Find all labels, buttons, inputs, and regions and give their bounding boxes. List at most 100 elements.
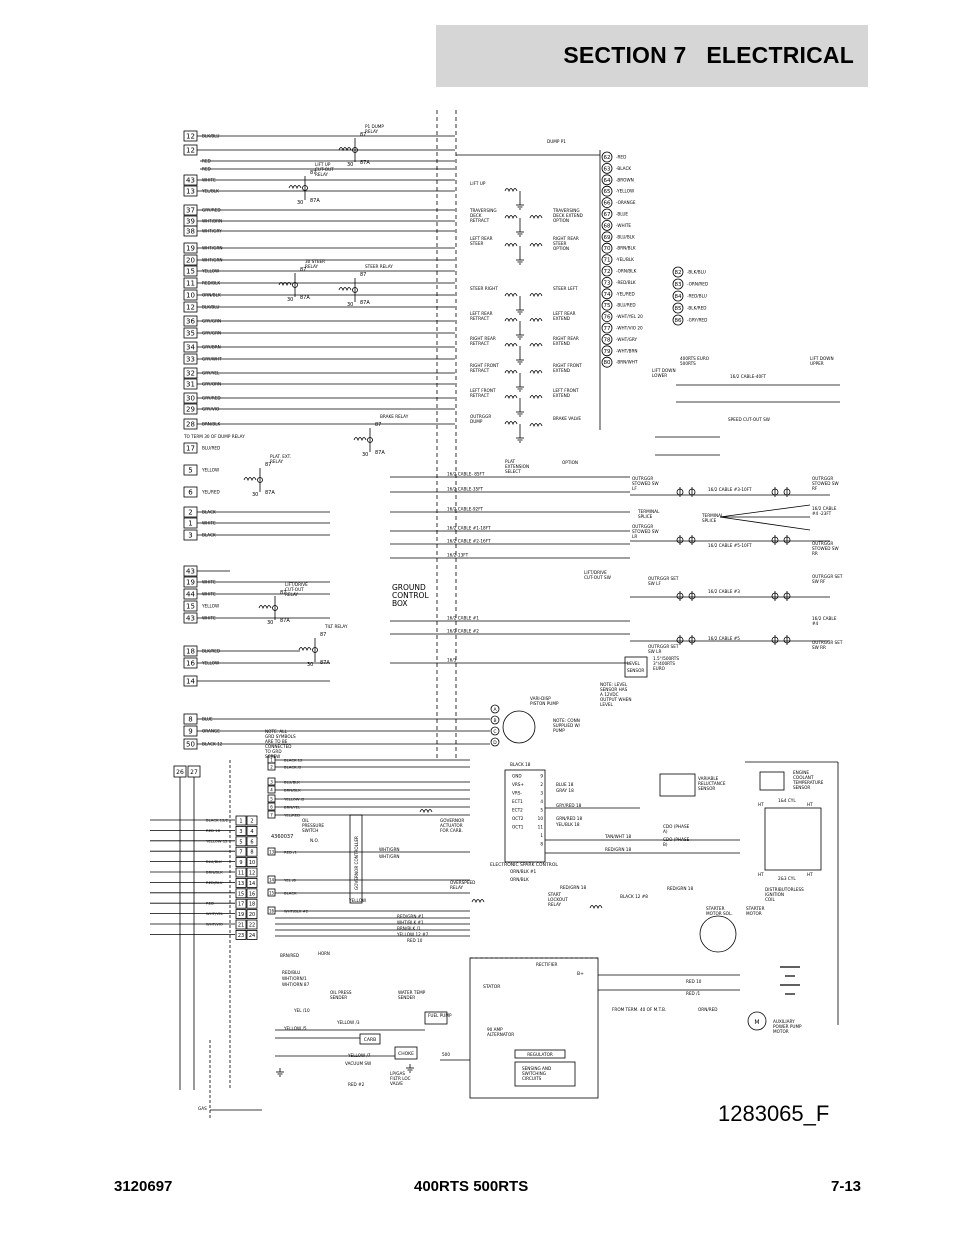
wire-label: YELLOW /5 (283, 1026, 307, 1031)
water-temp-label: SENDER (398, 995, 415, 1000)
pump-label: PISTON PUMP (530, 701, 559, 706)
plat-ext-select-label: SELECT (505, 469, 521, 474)
right-terminal-wire-label: -BLK/RED (687, 306, 707, 311)
lift-drive-relay-coil (258, 605, 272, 610)
start-lockout-label: START (548, 892, 561, 897)
connector-pin-number: 4 (250, 829, 253, 835)
valve-label: RETRACT (470, 393, 490, 398)
connector-pin-number: 9 (239, 860, 242, 866)
esc-pin-number: 10 (538, 816, 544, 821)
set-rr-label: SW RR (812, 645, 826, 650)
esc-pin-name: ECT2 (512, 808, 523, 813)
left-terminal-number: 34 (186, 343, 195, 351)
governor-box (349, 814, 363, 904)
right-terminal (601, 151, 613, 163)
section-name: ELECTRICAL (706, 42, 854, 68)
valve-label: LEFT REAR (553, 311, 576, 316)
right-terminal-wire-label: -RED/BLK (616, 280, 636, 285)
engine-terminal (267, 785, 276, 794)
engine-terminal (267, 794, 276, 803)
connector-pin-number: 3 (239, 829, 242, 835)
wire-label: YELLOW /7 (347, 1053, 371, 1058)
regulator-box (514, 1049, 566, 1059)
connector-pin-box (246, 898, 258, 909)
set-rr-label: OUTRGGR SET (812, 640, 843, 645)
valve-coil (504, 343, 518, 348)
terminal-splice-label: TERMINAL (637, 509, 660, 514)
right-terminal-wire-label: -BLU/RED (616, 303, 636, 308)
engine-terminal (267, 888, 276, 897)
plat-ext-relay-label: PLAT. EXT. (270, 454, 291, 459)
ignition-coil-label: IGNITION (765, 892, 784, 897)
start-lockout-label: LOCKOUT (548, 897, 568, 902)
left-terminal-number: 38 (186, 227, 195, 235)
terminal-number: 26 (176, 769, 184, 776)
pump-note: PUMP (553, 728, 565, 733)
left-terminal-number: 17 (186, 444, 195, 452)
valve-label: RIGHT REAR (553, 336, 579, 341)
plat-ext-select-label: PLAT (505, 459, 515, 464)
wire-label: RED/GRN 18 (667, 886, 693, 891)
level-sensor-note-2: OUTPUT WHEN (600, 697, 631, 702)
ignition-coil-label: COIL (765, 897, 775, 902)
cable-label: 16/3 (447, 658, 457, 663)
right-terminal-number: 83 (675, 282, 682, 288)
ht-label: HT (807, 872, 813, 877)
esc-pin-name: OCT2 (512, 816, 524, 821)
connector-pin-box (246, 919, 258, 930)
pump-connector-pin (490, 726, 500, 736)
connector-pin-number: 19 (238, 912, 244, 918)
valve-label: EXTEND (553, 393, 570, 398)
valve-label: TRAVERSING (552, 208, 580, 213)
level-sensor-note: 1.5°/500RTS (653, 656, 679, 661)
steer-relay-2-pin: 30 (347, 302, 353, 308)
wire-label: RED/GRN #1 (397, 914, 424, 919)
plat-ext-relay-pin: 87A (265, 490, 275, 496)
cable-label: 16/2 CABLE #2-16FT (447, 539, 491, 544)
valve-coil (504, 188, 518, 193)
left-terminal-number: 11 (186, 279, 195, 287)
valve-label: RIGHT FRONT (470, 363, 499, 368)
pump-connector-pin (490, 715, 500, 725)
vacuum-sw-label: VACUUM SW (345, 1061, 371, 1066)
cable-label: 16/2 CABLE #5-10FT (708, 543, 752, 548)
valve-label: RETRACT (470, 341, 490, 346)
starter-sol-label: MOTOR SOL. (706, 911, 733, 916)
lift-drive-relay-pin: 87A (280, 618, 290, 624)
esc-wire-label: GRAY 18 (556, 788, 574, 793)
valve-label: LEFT FRONT (553, 388, 579, 393)
tilt-relay-pin: 30 (307, 662, 313, 668)
valve-label: RETRACT (470, 218, 490, 223)
right-terminal-number: 63 (604, 166, 611, 172)
connector-pin-box (235, 878, 247, 888)
left-terminal (183, 464, 198, 476)
set-lf-label: SW LF (648, 581, 661, 586)
valve-label: RIGHT REAR (553, 236, 579, 241)
right-terminal (601, 231, 613, 243)
terminal-splice-label: SPLICE (638, 514, 653, 519)
pump-note: SUPPLIED W/ (553, 723, 581, 728)
left-terminal-number: 8 (188, 715, 192, 723)
lift-drive-sw-label: LIFT/DRIVE (584, 570, 607, 575)
valve-coil (529, 370, 543, 375)
connector-pin-box (235, 898, 247, 909)
lift-down-lower-label: LOWER (652, 373, 667, 378)
lift-up-relay-label: CUT-OUT (315, 167, 334, 172)
os-lr-label: LR (632, 534, 637, 539)
starter-motor-label: MOTOR (746, 911, 762, 916)
left-terminal-number: 12 (186, 132, 195, 140)
vr-sensor-symbol (659, 773, 696, 797)
section-header: SECTION 7 ELECTRICAL (436, 25, 868, 87)
level-sensor-note-2: NOTE: LEVEL (600, 682, 628, 687)
left-terminal-number: 19 (186, 244, 195, 252)
valve-label: STEER RIGHT (470, 286, 498, 291)
left-terminal-number: 12 (186, 303, 195, 311)
right-terminal-wire-label: -WHT/GRY (616, 337, 637, 342)
dump-relay-pin: 30 (347, 162, 353, 168)
ht-label: HT (758, 872, 764, 877)
left-terminal-number: 16 (186, 659, 195, 667)
esc-wire-label: GRN/RED 18 (556, 816, 582, 821)
right-terminal-wire-label: -BLU/BLK (616, 234, 635, 239)
terminal-splice-label: TERMINAL (701, 513, 724, 518)
right-terminal-wire-label: -WHITE (616, 223, 631, 228)
